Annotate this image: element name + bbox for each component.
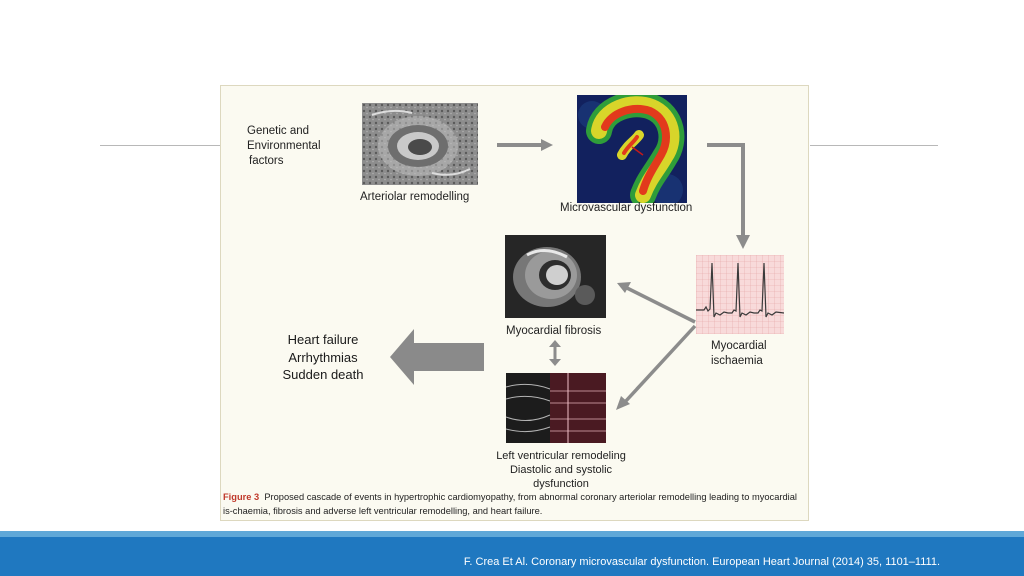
- footer-accent-stripe: [0, 531, 1024, 537]
- arteriolar-micrograph: [362, 103, 478, 185]
- outcome-sudden-death: Sudden death: [282, 367, 364, 382]
- ischaemia-line-2: ischaemia: [711, 355, 763, 367]
- microvascular-label: Microvascular dysfunction: [560, 202, 693, 214]
- fibrosis-label: Myocardial fibrosis: [506, 325, 602, 337]
- lv-echo-image: [506, 373, 606, 443]
- caption-text: Proposed cascade of events in hypertroph…: [223, 492, 797, 516]
- decorative-rule-left: [100, 145, 220, 146]
- ischaemia-line-1: Myocardial: [711, 340, 767, 352]
- genetic-line-1: Genetic and: [247, 125, 310, 137]
- lv-line-2: Diastolic and systolic dysfunction: [509, 464, 613, 490]
- genetic-line-2: Environmental: [247, 140, 321, 152]
- outcome-heart-failure: Heart failure: [287, 332, 359, 347]
- outcomes-label: Heart failure Arrhythmias Sudden death: [273, 331, 373, 384]
- arrow-to-lv-remodeling: [616, 324, 697, 410]
- microvascular-perfusion-image: [577, 95, 687, 203]
- arrow-to-ischaemia: [707, 143, 750, 249]
- figure-ref: Figure 3: [223, 492, 260, 502]
- double-arrow-fibrosis-lv: [549, 340, 561, 366]
- genetic-factors-label: Genetic and Environmental factors: [247, 124, 321, 169]
- arteriolar-label: Arteriolar remodelling: [360, 191, 470, 203]
- genetic-line-3: factors: [249, 155, 284, 167]
- ischaemia-label: Myocardial ischaemia: [711, 339, 767, 369]
- citation-text: F. Crea Et Al. Coronary microvascular dy…: [463, 556, 940, 568]
- lv-line-1: Left ventricular remodeling: [496, 450, 626, 462]
- lv-remodeling-label: Left ventricular remodeling Diastolic an…: [481, 449, 641, 491]
- arrow-to-microvascular: [497, 139, 553, 151]
- ecg-trace-image: [696, 255, 784, 334]
- decorative-rule-right: [810, 145, 938, 146]
- arrow-to-fibrosis: [617, 282, 696, 324]
- fibrosis-mri-image: [505, 235, 606, 318]
- footer-bar: F. Crea Et Al. Coronary microvascular dy…: [0, 537, 1024, 576]
- figure-caption: Figure 3 Proposed cascade of events in h…: [223, 490, 807, 518]
- figure-panel: Genetic and Environmental factors Arteri…: [220, 85, 809, 521]
- arrow-to-outcomes: [390, 329, 484, 385]
- outcome-arrhythmias: Arrhythmias: [288, 349, 358, 365]
